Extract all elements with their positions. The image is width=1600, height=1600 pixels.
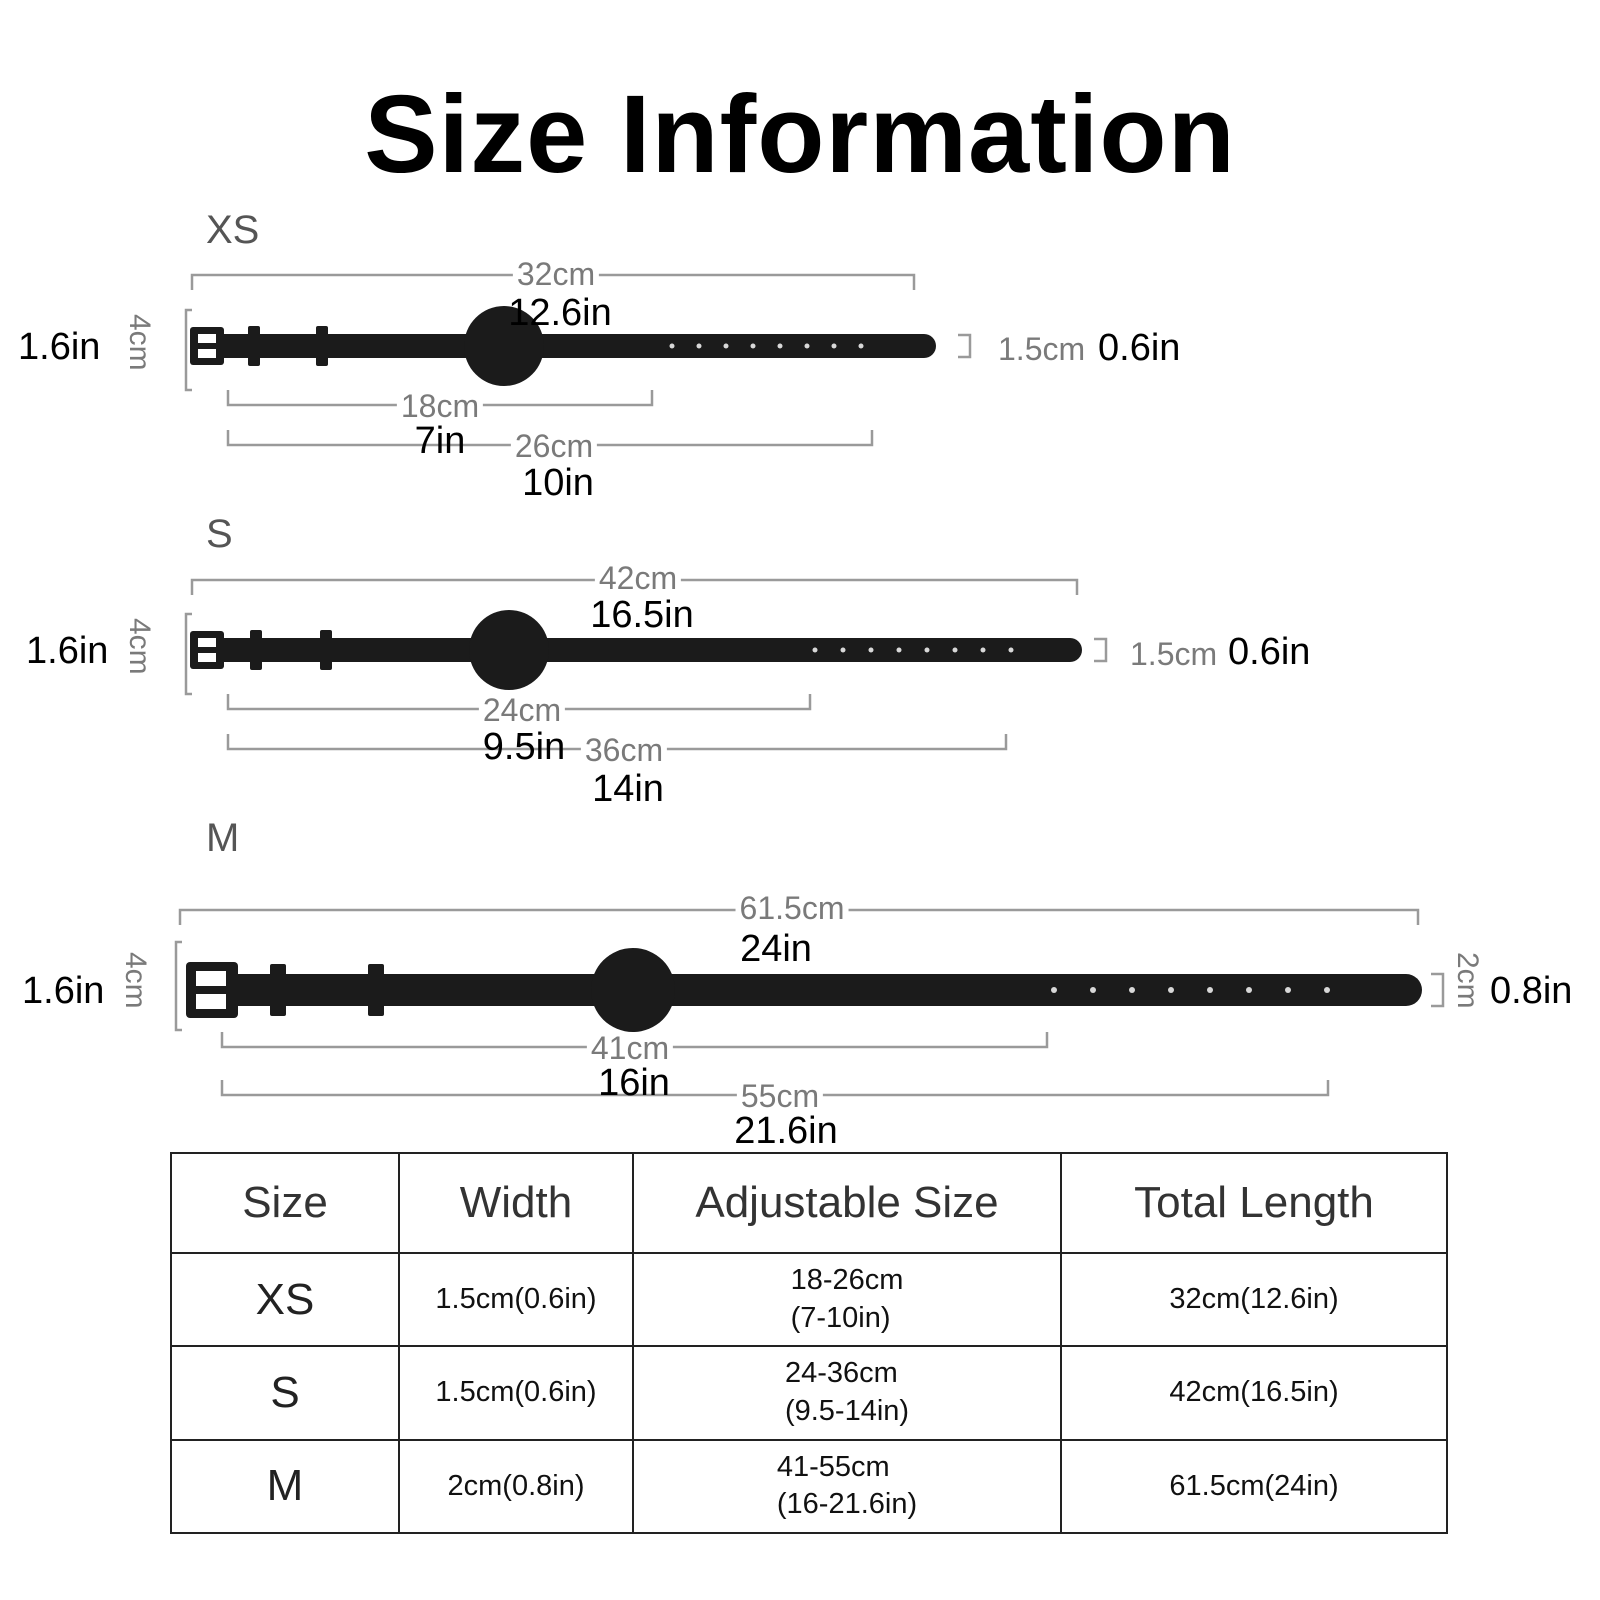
strap-band-m bbox=[186, 974, 1422, 1006]
buckle-height-in: 1.6in bbox=[18, 326, 101, 368]
cell-total: 42cm(16.5in) bbox=[1060, 1345, 1448, 1441]
column-header: Size bbox=[170, 1152, 400, 1254]
strap-holes bbox=[669, 343, 864, 349]
buckle-bar bbox=[194, 986, 238, 994]
min-length-cm: 41cm bbox=[586, 1032, 674, 1064]
page-title: Size Information bbox=[364, 73, 1236, 196]
strap-loop bbox=[368, 964, 384, 1016]
strap-width-cm: 1.5cm bbox=[994, 333, 1090, 365]
min-length-in: 16in bbox=[598, 1062, 670, 1104]
cell-width: 2cm(0.8in) bbox=[398, 1438, 634, 1535]
max-length-in: 10in bbox=[522, 462, 594, 504]
strap-holes bbox=[1051, 987, 1330, 993]
buckle-height-in: 1.6in bbox=[22, 970, 105, 1012]
cell-adjustable: 41-55cm (16-21.6in) bbox=[632, 1438, 1062, 1535]
column-header: Total Length bbox=[1060, 1152, 1448, 1254]
airtag-holder-icon bbox=[464, 306, 544, 386]
strap-m bbox=[174, 908, 1445, 1097]
strap-width-in: 0.8in bbox=[1490, 970, 1573, 1012]
adjust-in: (9.5-14in) bbox=[784, 1394, 910, 1427]
table-row: S 1.5cm(0.6in) 24-36cm (9.5-14in) 42cm(16… bbox=[170, 1345, 1448, 1441]
min-length-cm: 18cm bbox=[396, 390, 484, 422]
strap-width-cm: 1.5cm bbox=[1126, 638, 1222, 670]
width-bracket-m bbox=[1431, 972, 1445, 1008]
buckle-bracket-xs bbox=[184, 308, 192, 392]
width-bracket-s bbox=[1094, 637, 1108, 663]
max-length-in: 14in bbox=[592, 768, 664, 810]
min-length-in: 9.5in bbox=[482, 726, 566, 768]
total-length-in: 12.6in bbox=[508, 292, 612, 334]
cell-size: M bbox=[170, 1438, 400, 1535]
strap-width-in: 0.6in bbox=[1228, 631, 1311, 673]
buckle-height-cm: 4cm bbox=[123, 314, 156, 371]
buckle-bar bbox=[196, 647, 224, 653]
strap-loop bbox=[320, 630, 332, 670]
max-length-cm: 55cm bbox=[736, 1080, 824, 1112]
strap-width-in: 0.6in bbox=[1098, 327, 1181, 369]
cell-width: 1.5cm(0.6in) bbox=[398, 1345, 634, 1441]
buckle-height-cm: 4cm bbox=[123, 618, 156, 675]
strap-band-s bbox=[192, 638, 1082, 662]
total-length-in: 16.5in bbox=[590, 594, 694, 636]
strap-loop bbox=[248, 326, 260, 366]
table-row: M 2cm(0.8in) 41-55cm (16-21.6in) 61.5cm(2… bbox=[170, 1438, 1448, 1535]
max-length-cm: 26cm bbox=[510, 430, 598, 462]
cell-total: 61.5cm(24in) bbox=[1060, 1438, 1448, 1535]
adjust-cm: 41-55cm bbox=[776, 1450, 890, 1483]
buckle-bracket-s bbox=[184, 612, 192, 696]
strap-loop bbox=[270, 964, 286, 1016]
cell-size: S bbox=[170, 1345, 400, 1441]
cell-size: XS bbox=[170, 1251, 400, 1348]
table-header-row: Size Width Adjustable Size Total Length bbox=[170, 1152, 1448, 1254]
max-length-in: 21.6in bbox=[734, 1110, 838, 1152]
airtag-holder-icon bbox=[469, 610, 549, 690]
buckle-height-cm: 4cm bbox=[119, 952, 152, 1009]
max-length-cm: 36cm bbox=[580, 734, 668, 766]
buckle-bar bbox=[196, 343, 224, 349]
airtag-holder-icon bbox=[591, 948, 675, 1032]
strap-holes bbox=[812, 647, 1014, 653]
strap-width-cm: 2cm bbox=[1451, 952, 1484, 1009]
strap-band-xs bbox=[192, 334, 936, 358]
cell-width: 1.5cm(0.6in) bbox=[398, 1251, 634, 1348]
buckle-bracket-m bbox=[174, 940, 182, 1032]
table-row: XS 1.5cm(0.6in) 18-26cm (7-10in) 32cm(12.… bbox=[170, 1251, 1448, 1348]
adjust-in: (16-21.6in) bbox=[776, 1488, 918, 1521]
strap-xs bbox=[184, 273, 972, 447]
min-length-in: 7in bbox=[414, 420, 466, 462]
size-label-s: S bbox=[206, 512, 233, 556]
adjust-cm: 18-26cm bbox=[790, 1263, 904, 1296]
min-length-cm: 24cm bbox=[478, 694, 566, 726]
width-bracket-xs bbox=[958, 333, 972, 359]
cell-adjustable: 24-36cm (9.5-14in) bbox=[632, 1345, 1062, 1441]
adjust-in: (7-10in) bbox=[790, 1301, 891, 1334]
size-label-xs: XS bbox=[206, 208, 260, 252]
buckle-height-in: 1.6in bbox=[26, 630, 109, 672]
column-header: Adjustable Size bbox=[632, 1152, 1062, 1254]
total-length-cm: 61.5cm bbox=[735, 892, 849, 924]
column-header: Width bbox=[398, 1152, 634, 1254]
diagram-drawing bbox=[174, 273, 1445, 1097]
total-length-cm: 42cm bbox=[594, 562, 682, 594]
size-label-m: M bbox=[206, 816, 240, 860]
strap-loop bbox=[316, 326, 328, 366]
strap-loop bbox=[250, 630, 262, 670]
strap-s bbox=[184, 578, 1108, 751]
total-length-in: 24in bbox=[740, 928, 812, 970]
size-diagram: XS 32cm 12.6in 1.6in 4cm 1.5cm 0.6in 18c… bbox=[0, 190, 1600, 1150]
adjust-cm: 24-36cm bbox=[784, 1357, 898, 1390]
cell-total: 32cm(12.6in) bbox=[1060, 1251, 1448, 1348]
total-length-cm: 32cm bbox=[512, 258, 600, 290]
cell-adjustable: 18-26cm (7-10in) bbox=[632, 1251, 1062, 1348]
size-table: Size Width Adjustable Size Total Length … bbox=[170, 1152, 1448, 1535]
